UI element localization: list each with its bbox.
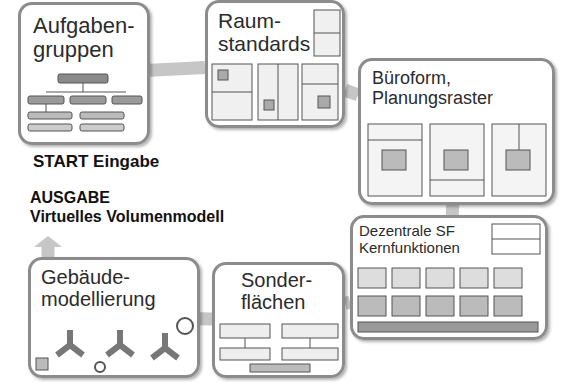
ring-band — [345, 90, 358, 95]
plan-desk — [318, 96, 330, 108]
function-box — [392, 268, 420, 288]
flow-line — [245, 338, 246, 348]
panel-title: Raum- standards — [218, 9, 310, 55]
round-building — [177, 318, 193, 334]
image-panel: Sonder- flächen — [212, 262, 345, 378]
arrow-head — [34, 236, 62, 247]
org-box — [70, 96, 106, 104]
panel-title: Gebäude- modellierung — [41, 266, 156, 310]
panel-ground — [28, 257, 200, 378]
panel-ground — [18, 2, 150, 145]
flow-label: AUSGABE — [30, 189, 110, 207]
org-box — [28, 112, 72, 119]
function-box — [392, 296, 420, 316]
panel-title: Sonder- flächen — [241, 269, 312, 313]
function-box — [460, 268, 488, 288]
building-model-sketch — [36, 318, 193, 372]
floor-plan — [212, 64, 252, 120]
floor-plan — [258, 64, 298, 120]
floor-plan — [314, 10, 340, 56]
org-line — [46, 104, 47, 112]
plan-wall — [278, 64, 279, 120]
y-building — [152, 333, 178, 358]
ring-band — [150, 67, 205, 70]
flow-label: START Eingabe — [33, 152, 159, 172]
image-panel: Raum- standards — [205, 0, 345, 128]
panel-title: Aufgaben- gruppen — [33, 14, 135, 62]
flow-box — [220, 324, 270, 338]
flow-box — [250, 364, 310, 372]
flow-box — [282, 348, 338, 360]
panel-ground — [212, 262, 345, 378]
function-box — [426, 296, 454, 316]
org-box — [28, 96, 64, 104]
image-panel: Gebäude- modellierung — [28, 257, 200, 378]
floor-plan — [492, 124, 546, 196]
org-box — [58, 74, 108, 83]
floor-plan — [430, 124, 484, 196]
function-box — [426, 268, 454, 288]
plan-wall — [492, 239, 540, 240]
flow-label: Virtuelles Volumenmodell — [30, 208, 224, 226]
org-box — [28, 124, 72, 131]
plan-wall — [519, 124, 520, 150]
function-box — [494, 268, 522, 288]
flow-line — [310, 338, 311, 348]
ring-band — [446, 205, 460, 215]
flow-box — [282, 324, 338, 338]
block-building — [36, 358, 48, 370]
ring-band — [200, 312, 212, 325]
image-panel: Aufgaben- gruppen — [18, 2, 150, 145]
plan-wall — [368, 140, 422, 141]
org-chart-sketch — [28, 74, 142, 131]
plan-desk — [218, 70, 228, 80]
panel-title: Dezentrale SF Kernfunktionen — [359, 223, 483, 256]
plan-desk — [264, 100, 274, 110]
output-arrow — [34, 236, 62, 257]
image-panel: Dezentrale SF Kernfunktionen — [350, 215, 548, 340]
plan-wall — [430, 180, 484, 181]
function-box — [494, 296, 522, 316]
floor-plan — [368, 124, 422, 196]
org-box — [80, 124, 124, 131]
plan-core — [506, 150, 530, 170]
round-building — [95, 362, 105, 372]
function-box — [358, 268, 386, 288]
panel-ground — [350, 215, 548, 340]
office-form-sketch — [368, 124, 546, 196]
panel-ground — [358, 58, 555, 205]
function-box — [358, 296, 386, 316]
panel-ground — [205, 0, 345, 128]
org-box — [112, 96, 142, 104]
image-panel: Büroform, Planungsraster — [358, 58, 555, 205]
y-building — [107, 330, 133, 355]
org-line — [46, 92, 126, 93]
org-line — [83, 83, 84, 92]
floor-plan — [302, 64, 338, 120]
function-box — [460, 296, 488, 316]
plan-wall — [212, 92, 252, 93]
plan-wall — [302, 84, 338, 85]
room-plan-sketch — [212, 10, 340, 120]
plan-frame — [492, 224, 540, 254]
special-area-sketch — [220, 324, 338, 372]
panel-title: Büroform, Planungsraster — [372, 69, 493, 109]
org-box — [80, 112, 124, 119]
plan-core — [444, 150, 468, 170]
plan-core — [382, 150, 406, 170]
plan-wall — [314, 33, 340, 34]
flow-box — [220, 348, 270, 360]
panel-grounds — [18, 0, 555, 378]
core-function-sketch — [358, 224, 540, 332]
y-building — [57, 330, 83, 355]
function-bar — [358, 322, 538, 332]
